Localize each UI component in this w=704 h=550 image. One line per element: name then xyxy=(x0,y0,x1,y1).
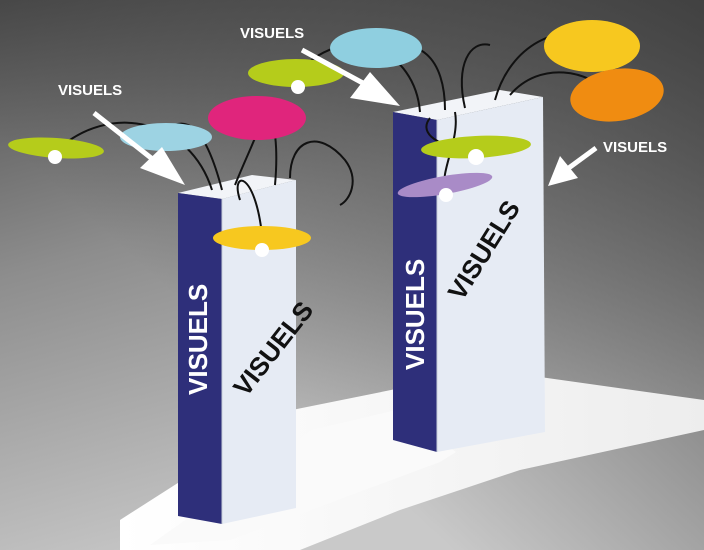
disc-magenta xyxy=(208,96,306,140)
disc-hook xyxy=(439,188,453,202)
arrow-top xyxy=(300,47,400,106)
stand-2-wire xyxy=(460,43,491,109)
callout-label-right: VISUELS xyxy=(603,139,667,156)
disc-hook xyxy=(468,149,484,165)
disc-lime-top xyxy=(248,59,344,87)
disc-hook xyxy=(48,150,62,164)
disc-light-blue-left xyxy=(120,123,212,151)
arrow-left xyxy=(92,111,185,185)
disc-hook xyxy=(255,243,269,257)
callout-label-left: VISUELS xyxy=(58,82,122,99)
disc-lime-left xyxy=(8,137,104,159)
callout-label-top: VISUELS xyxy=(240,25,304,42)
stand-1-side-label: VISUELS xyxy=(183,284,213,395)
stand-2-side-label: VISUELS xyxy=(400,259,430,370)
stand-1-wire xyxy=(289,140,354,206)
disc-hook xyxy=(291,80,305,94)
stand-2-top xyxy=(393,90,543,120)
stand-2-side-face xyxy=(393,112,437,452)
disc-lime-stand2 xyxy=(421,135,531,159)
disc-yellow-stand1 xyxy=(213,226,311,250)
disc-orange xyxy=(570,68,664,122)
stand-1-front-face xyxy=(222,180,296,524)
stand-1-side-face xyxy=(178,193,222,524)
disc-yellow-top xyxy=(544,20,640,72)
disc-lilac xyxy=(397,172,493,198)
arrow-right xyxy=(548,145,598,186)
disc-light-blue-top xyxy=(330,28,422,68)
stand-1-wire xyxy=(236,179,263,236)
